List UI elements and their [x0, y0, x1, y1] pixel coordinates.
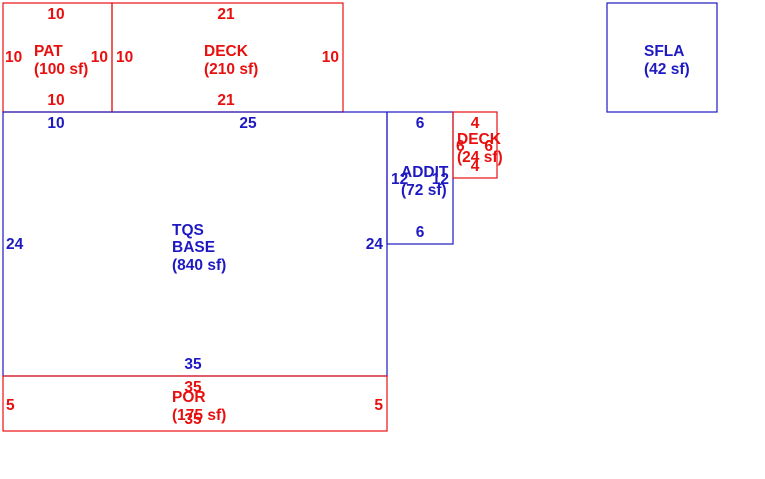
por-area: 35 5 POR (175 sf) 5 35: [6, 379, 383, 428]
por-area-value: (175 sf): [172, 407, 226, 424]
deck-small-dim-bottom: 4: [471, 158, 480, 175]
sfla-label: SFLA: [644, 43, 684, 60]
base-dim-bottom: 35: [184, 356, 202, 373]
pat-dim-top: 10: [47, 6, 64, 23]
deck-small-dim-top: 4: [471, 115, 480, 132]
por-dim-left: 5: [6, 397, 15, 414]
sfla-area: SFLA (42 sf): [644, 43, 690, 78]
base-area: 10 25 24 TQS BASE (840 sf) 24 35: [6, 115, 383, 373]
addit-dim-top: 6: [416, 115, 425, 132]
addit-area-value: (72 sf): [401, 182, 447, 199]
por-label: POR: [172, 389, 206, 406]
addit-dim-bottom: 6: [416, 224, 425, 241]
deck-small-label: DECK: [457, 131, 502, 148]
addit-dim-right: 12: [432, 171, 449, 188]
deck-small-area-value: (24 sf): [457, 149, 503, 166]
pat-dim-bottom: 10: [47, 92, 64, 109]
pat-area: 10 10 PAT (100 sf) 10 10: [5, 6, 108, 109]
sfla-area-value: (42 sf): [644, 61, 690, 78]
deck-main-label: DECK: [204, 43, 249, 60]
deck-small-dim-left: 6: [456, 138, 465, 155]
deck-small-outline: [452, 111, 498, 179]
base-label-line1: TQS: [172, 222, 204, 239]
pat-dim-left: 10: [5, 49, 22, 66]
deck-main-dim-right: 10: [322, 49, 339, 66]
por-dim-right: 5: [374, 397, 383, 414]
addit-label: ADDIT: [401, 164, 449, 181]
deck-main-dim-top: 21: [217, 6, 235, 23]
deck-main-dim-bottom: 21: [217, 92, 235, 109]
pat-label: PAT: [34, 43, 63, 60]
deck-main-dim-left: 10: [116, 49, 133, 66]
por-outline: [2, 375, 388, 432]
pat-dim-right: 10: [91, 49, 108, 66]
base-dim-left: 24: [6, 236, 24, 253]
area-outlines: [2, 2, 718, 432]
por-dim-top: 35: [184, 379, 202, 396]
deck-small-area: 4 6 DECK (24 sf) 6 4: [456, 115, 503, 175]
por-dim-bottom: 35: [184, 411, 202, 428]
addit-dim-left: 12: [391, 171, 408, 188]
deck-main-area: 21 10 DECK (210 sf) 10 21: [116, 6, 339, 109]
deck-main-area-value: (210 sf): [204, 61, 258, 78]
sfla-outline: [606, 2, 718, 113]
base-area-value: (840 sf): [172, 257, 226, 274]
base-dim-top: 25: [239, 115, 257, 132]
base-label-line2: BASE: [172, 239, 215, 256]
base-dim-right: 24: [366, 236, 384, 253]
base-dim-top-left: 10: [47, 115, 64, 132]
addit-area: 6 12 ADDIT (72 sf) 12 6: [391, 115, 449, 241]
deck-small-dim-right: 6: [484, 138, 493, 155]
pat-area-value: (100 sf): [34, 61, 88, 78]
